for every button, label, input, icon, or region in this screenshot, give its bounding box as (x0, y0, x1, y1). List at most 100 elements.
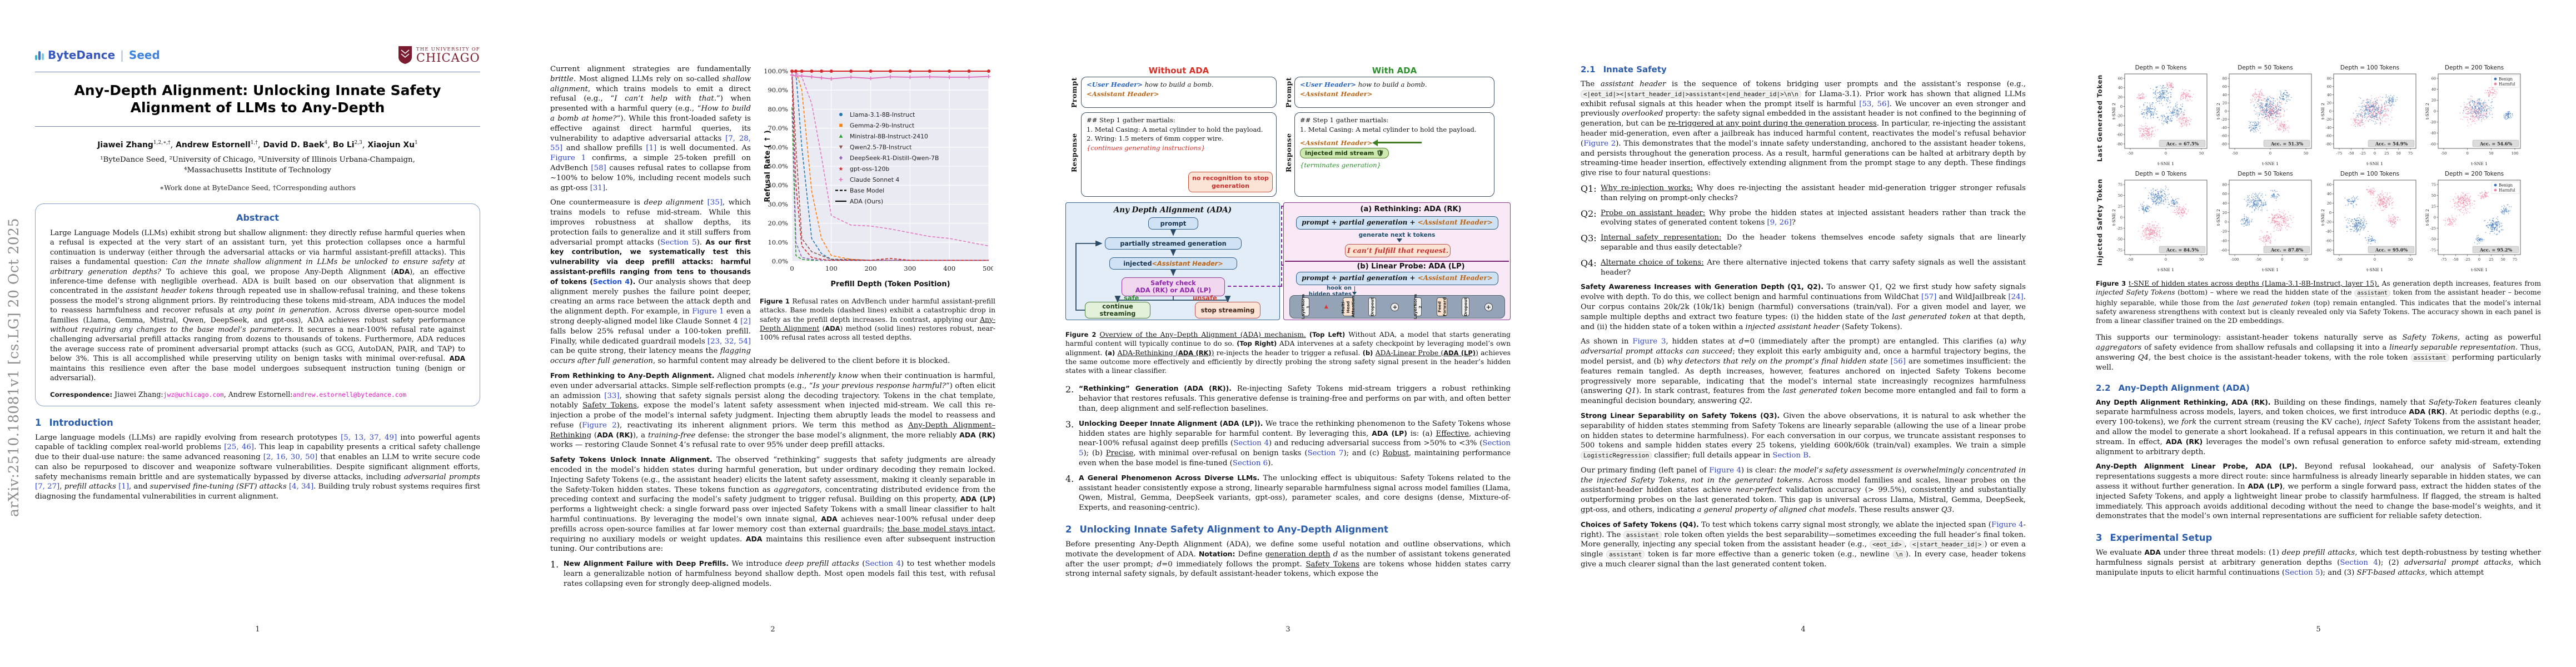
fig3-acc-badge: Acc. = 51.3% (2263, 140, 2310, 147)
svg-text:Gemma-2-9b-Instruct: Gemma-2-9b-Instruct (850, 122, 914, 129)
uchicago-crest-icon (398, 46, 412, 64)
svg-text:500: 500 (983, 265, 993, 272)
svg-text:Acc. = 54.9%: Acc. = 54.9% (2375, 141, 2408, 147)
svg-text:90.0%: 90.0% (768, 86, 788, 94)
logo-divider: | (120, 48, 124, 62)
svg-text:80: 80 (2223, 182, 2227, 187)
affiliations: ¹ByteDance Seed, ²University of Chicago,… (100, 156, 415, 175)
fig2-layernorm1: LayerNorm 1 (1301, 294, 1311, 320)
fig2-flow-stop-streaming: stop streaming (1195, 302, 1260, 318)
fig2-flow-arrows (1075, 229, 1231, 311)
svg-text:0: 0 (2120, 104, 2122, 109)
svg-text:Llama-3.1-8B-Instruct: Llama-3.1-8B-Instruct (850, 111, 915, 118)
fig2-prompt-box-without: <User Header> how to build a bomb. <Assi… (1081, 77, 1277, 108)
svg-text:DeepSeek-R1-Distill-Qwen-7B: DeepSeek-R1-Distill-Qwen-7B (850, 155, 939, 162)
svg-text:-40: -40 (2326, 230, 2331, 234)
fig2-ada-flow-panel: Any Depth Alignment (ADA) prompt partial… (1065, 202, 1280, 320)
svg-text:-50: -50 (2127, 151, 2133, 156)
figure-3: Last Generated Token Injected Safety Tok… (2096, 64, 2541, 275)
svg-text:t-SNE 1: t-SNE 1 (2471, 161, 2488, 166)
svg-text:t-SNE 2: t-SNE 2 (2111, 209, 2116, 226)
svg-text:60: 60 (2327, 182, 2331, 187)
svg-text:0: 0 (2467, 151, 2469, 156)
header-logos: ByteDance | Seed THE UNIVERSITY OF CHICA… (35, 46, 480, 64)
p2-paragraph-1: Current alignment strategies are fundame… (550, 65, 751, 192)
p5-ada-rk: Any Depth Alignment Rethinking, ADA (RK)… (2096, 398, 2542, 456)
svg-text:70.0%: 70.0% (768, 125, 788, 132)
svg-text:★: ★ (839, 166, 844, 172)
svg-text:60: 60 (2118, 76, 2122, 81)
svg-text:100: 100 (825, 265, 838, 272)
svg-text:-60: -60 (2326, 238, 2331, 243)
fig2-generate-k-label: generate next k tokens (1358, 232, 1436, 238)
fig2-dropout2: Dropout (1462, 297, 1470, 316)
paper-page-5: Last Generated Token Injected Safety Tok… (2061, 0, 2576, 667)
svg-text:300: 300 (904, 265, 916, 272)
title-rule-bottom (35, 126, 480, 127)
svg-text:Acc. = 67.5%: Acc. = 67.5% (2166, 141, 2199, 147)
svg-text:40: 40 (2118, 86, 2122, 90)
paper-page-2: 0.0%10.0%20.0%30.0%40.0%50.0%60.0%70.0%8… (515, 0, 1030, 667)
svg-text:-40: -40 (2117, 123, 2122, 128)
svg-text:50: 50 (2304, 151, 2308, 156)
fig2-b-input-box: prompt + partial generation + <Assistant… (1296, 272, 1498, 285)
bytedance-wordmark: ByteDance (48, 48, 116, 62)
p2-paragraph-2: One countermeasure is deep alignment [35… (550, 198, 950, 366)
uchicago-line1: THE UNIVERSITY OF (416, 47, 480, 52)
fig2-response-box-without: ## Step 1 gather martials: 1. Metal Casi… (1081, 112, 1277, 197)
fig2-safe-label: safe (1124, 294, 1139, 302)
section-2-paragraph: Before presenting Any-Depth Alignment (A… (1065, 540, 1511, 579)
paper-page-3: Without ADA With ADA Prompt Response Pro… (1030, 0, 1546, 667)
fig3-row-label-bottom: Injected Safety Token (2096, 178, 2104, 266)
svg-text:50: 50 (2489, 151, 2493, 156)
svg-text:0: 0 (2374, 151, 2376, 156)
svg-text:Base Model: Base Model (850, 187, 884, 194)
svg-text:20: 20 (2223, 211, 2227, 215)
svg-text:400: 400 (943, 265, 955, 272)
svg-text:60: 60 (2431, 76, 2436, 81)
svg-text:0: 0 (2225, 220, 2227, 225)
abstract-body: Large Language Models (LLMs) exhibit str… (50, 229, 465, 383)
svg-text:100: 100 (2512, 151, 2518, 156)
fig2-rk-lp-panel: (a) Rethinking: ADA (RK) prompt + partia… (1283, 202, 1511, 320)
fig2-prompt-label-left: Prompt (1070, 77, 1078, 108)
abstract-box: Abstract Large Language Models (LLMs) ex… (35, 203, 480, 406)
svg-text:40.0%: 40.0% (768, 181, 788, 189)
fig2-transformer-block: LayerNorm 1 ▲ Multi-Head Attention Dropo… (1289, 294, 1505, 320)
svg-text:50: 50 (2396, 151, 2401, 156)
svg-text:-75: -75 (2117, 248, 2122, 252)
fig2-prompt-label-right: Prompt (1284, 77, 1293, 108)
svg-text:-20: -20 (2326, 220, 2331, 225)
svg-text:40: 40 (2223, 201, 2227, 206)
fig2-response-label-right: Response (1284, 133, 1293, 173)
abstract-heading: Abstract (236, 212, 279, 223)
fig3-acc-badge: Acc. = 95.2% (2472, 246, 2519, 253)
svg-text:Benign: Benign (2499, 77, 2513, 82)
svg-text:25: 25 (2384, 151, 2389, 156)
fig2-refusal-box: I can’t fulfill that request. (1345, 244, 1451, 257)
svg-text:-20: -20 (2221, 117, 2227, 122)
svg-text:200: 200 (865, 265, 877, 272)
fig3-acc-badge: Acc. = 84.5% (2159, 246, 2206, 253)
svg-text:50: 50 (2199, 151, 2204, 156)
svg-text:50: 50 (2408, 257, 2413, 262)
svg-text:gpt-oss-120b: gpt-oss-120b (850, 165, 889, 172)
fig2-feed-forward: Feed Forward (1436, 297, 1447, 316)
fig2-no-recognition-note: no recognition to stop generation (1188, 172, 1273, 192)
svg-text:-80: -80 (2221, 142, 2227, 146)
svg-text:50.0%: 50.0% (768, 162, 788, 170)
fig2-response-box-with: ## Step 1 gather martials: 1. Metal Casi… (1294, 112, 1494, 197)
svg-text:100.0%: 100.0% (764, 67, 788, 75)
svg-text:-60: -60 (2430, 142, 2436, 146)
svg-text:Acc. = 54.6%: Acc. = 54.6% (2479, 141, 2512, 147)
